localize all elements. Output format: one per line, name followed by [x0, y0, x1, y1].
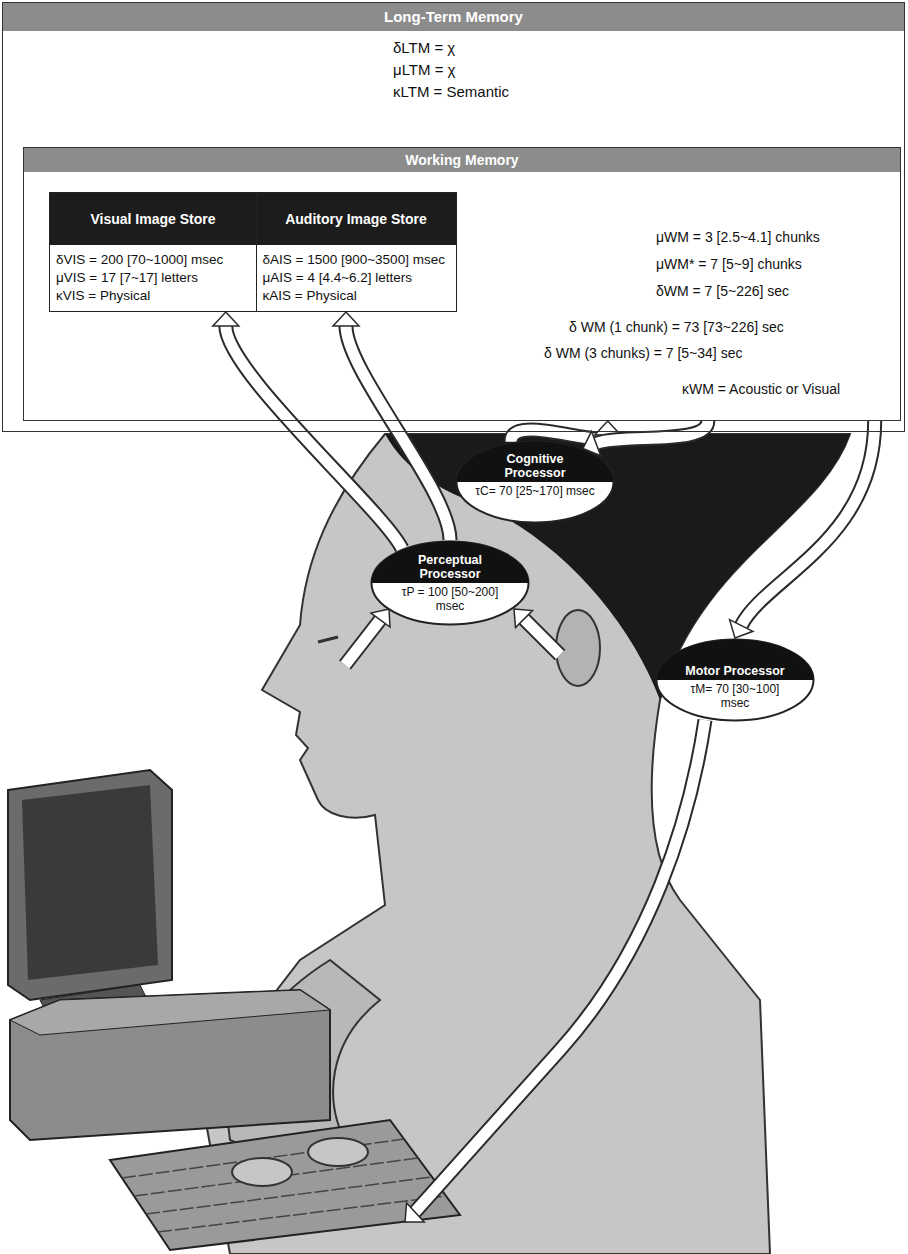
parameter-text: δVIS = 200 [70~1000] msec	[50, 251, 227, 269]
person-hair	[385, 434, 850, 700]
parameter-text: τC= 70 [25~170] msec	[475, 484, 595, 498]
arrow-head	[333, 312, 359, 326]
arrow-fill	[596, 421, 708, 444]
arrow-head	[213, 312, 239, 326]
hand	[308, 1138, 368, 1166]
arrow-head	[730, 620, 753, 638]
parameter-text: μVIS = 17 [7~17] letters	[50, 269, 202, 287]
memory-region: Long-Term Memory δLTM = χ μLTM = χ κLTM = S…	[2, 2, 905, 432]
parameter-text: μLTM = χ	[391, 61, 458, 79]
parameter-text: τM= 70 [30~100] msec	[675, 682, 795, 710]
keyboard-keys	[122, 1139, 446, 1232]
keyboard	[110, 1120, 460, 1250]
hollow-arrow	[333, 312, 450, 540]
heading: Perceptual Processor	[394, 540, 506, 583]
arrow-fill	[415, 720, 705, 1212]
key-row	[146, 1177, 432, 1214]
heading: Cognitive Processor	[479, 440, 591, 482]
parameter-text: δWM = 7 [5~226] sec	[654, 282, 791, 300]
arrow-fill	[345, 620, 380, 665]
parameter-text: δAIS = 1500 [900~3500] msec	[257, 251, 449, 269]
arrow-outline	[524, 619, 560, 655]
arrow-fill	[524, 619, 560, 655]
heading: Auditory Image Store	[257, 193, 456, 245]
heading: Working Memory	[24, 148, 900, 172]
store-box: Visual Image Store δVIS = 200 [70~1000] m…	[49, 192, 257, 312]
parameter-text: κLTM = Semantic	[391, 83, 511, 101]
hollow-arrow	[583, 421, 708, 456]
computer-case-top	[10, 990, 330, 1035]
arrow-outline	[596, 421, 708, 444]
parameter-text: μAIS = 4 [4.4~6.2] letters	[257, 269, 417, 287]
monitor-body	[8, 770, 172, 1000]
parameter-text: κWM = Acoustic or Visual	[680, 380, 842, 398]
arrow-fill	[346, 326, 450, 540]
eye-input-arrow	[345, 609, 390, 665]
heading: Visual Image Store	[50, 193, 256, 245]
motor-output-arrow	[405, 720, 705, 1222]
ear-input-arrow	[514, 609, 560, 655]
computer-case	[10, 990, 330, 1140]
arrow-fill	[226, 326, 402, 549]
arrow-head	[371, 609, 390, 627]
processor-shape	[370, 540, 530, 626]
parameter-text: δ WM (1 chunk) = 73 [73~226] sec	[567, 318, 786, 336]
arrow-head	[514, 609, 533, 628]
parameter-text: τP = 100 [50~200] msec	[390, 585, 510, 613]
parameter-text: κVIS = Physical	[50, 287, 154, 305]
parameter-text: δ WM (3 chunks) = 7 [5~34] sec	[542, 344, 744, 362]
processor-ellipse: Motor ProcessorτM= 70 [30~100] msec	[655, 638, 815, 722]
hollow-arrow	[730, 421, 875, 638]
arrow-outline	[345, 620, 380, 665]
arrow-outline	[346, 326, 450, 540]
hand	[232, 1158, 292, 1186]
arrow-outline	[226, 326, 402, 549]
key-row	[134, 1158, 418, 1196]
arrow-outline	[415, 720, 705, 1212]
parameter-text: μWM* = 7 [5~9] chunks	[654, 255, 804, 273]
person-eye	[318, 637, 338, 642]
memory-region: Working Memory μWM = 3 [2.5~4.1] chunks μW…	[23, 147, 901, 421]
processor-outline	[657, 640, 814, 721]
parameter-text: κAIS = Physical	[257, 287, 361, 305]
parameter-text: δLTM = χ	[391, 39, 457, 57]
person-body	[200, 434, 850, 1254]
processor-ellipse: Cognitive Processor τC= 70 [25~170] msec	[455, 440, 615, 524]
arrow-outline	[741, 421, 874, 626]
arrow-head	[405, 1203, 424, 1222]
store-box: Auditory Image Store δAIS = 1500 [900~350…	[256, 192, 457, 312]
parameter-text: μWM = 3 [2.5~4.1] chunks	[654, 228, 822, 246]
processor-ellipse: Perceptual ProcessorτP = 100 [50~200] ms…	[370, 540, 530, 626]
heading: Motor Processor	[679, 638, 791, 680]
key-row	[158, 1196, 446, 1232]
hollow-arrow	[213, 312, 402, 549]
monitor-screen	[22, 785, 158, 980]
arrow-fill	[741, 421, 874, 626]
heading: Long-Term Memory	[3, 3, 904, 31]
